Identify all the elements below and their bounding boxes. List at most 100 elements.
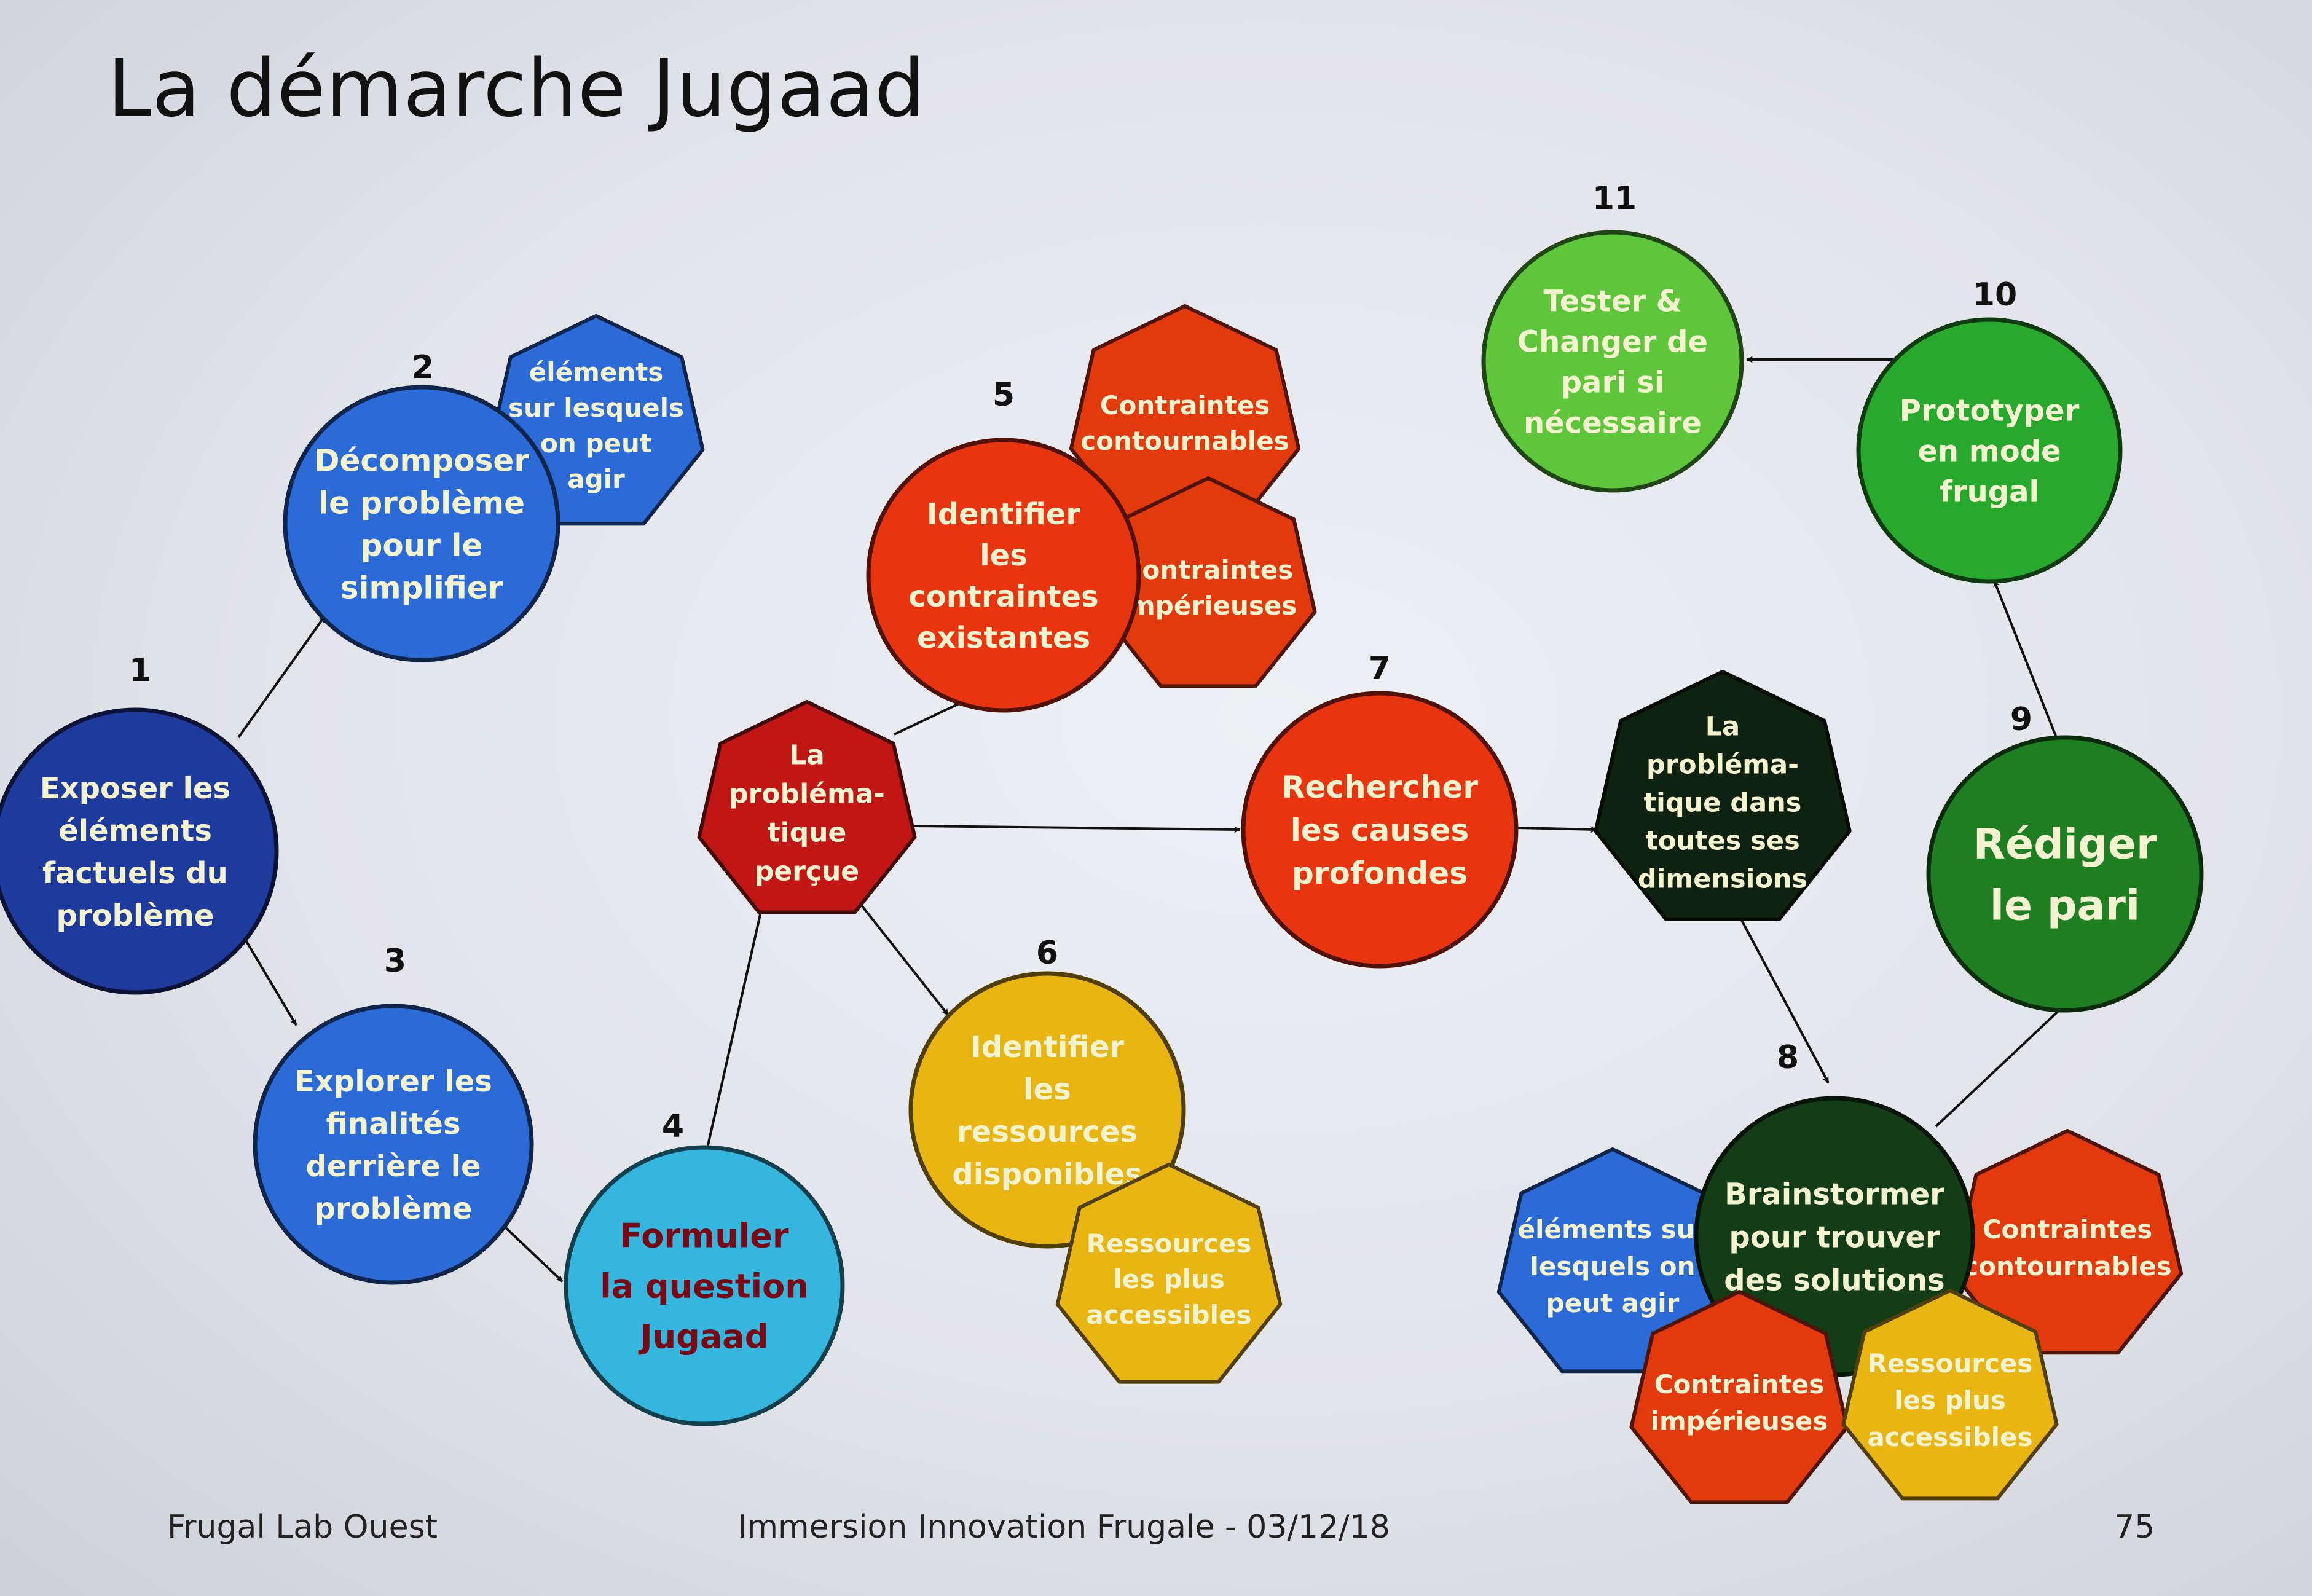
- node-n3-step-number: 3: [384, 943, 406, 980]
- node-n8d-label-line: Ressources: [1868, 1348, 2033, 1378]
- slide-title: La démarche Jugaad: [108, 43, 926, 135]
- node-n10-label-line: en mode: [1917, 434, 2061, 468]
- node-n6-step-number: 6: [1036, 935, 1058, 972]
- edge-8-to-9: [1935, 1005, 2065, 1128]
- node-n4-circle: [564, 1145, 845, 1426]
- edge-7-to-dimensions: [1517, 826, 1598, 833]
- node-n9-label-line: Rédiger: [1973, 820, 2157, 869]
- node-n1-label-line: éléments: [58, 814, 212, 848]
- node-n2-label-line: Décomposer: [314, 443, 529, 479]
- node-n8b-label-line: Contraintes: [1983, 1214, 2153, 1244]
- node-n7-step-number: 7: [1369, 650, 1391, 687]
- node-n8c-label-line: impérieuses: [1651, 1406, 1828, 1436]
- node-n5b-label-line: impérieuses: [1120, 591, 1297, 621]
- node-nd-label-line: dimensions: [1638, 864, 1807, 895]
- node-n6-label-line: ressources: [957, 1115, 1138, 1149]
- node-n2-step-number: 2: [412, 349, 434, 386]
- node-n7-label-line: les causes: [1291, 812, 1469, 848]
- node-n8b-label-line: contournables: [1963, 1251, 2171, 1281]
- node-n6-circle: [908, 971, 1186, 1249]
- node-n5-label-line: existantes: [917, 621, 1090, 655]
- node-n3-label-line: problème: [315, 1192, 473, 1226]
- node-n4-label-line: la question: [600, 1267, 808, 1305]
- node-n9-step-number: 9: [2010, 701, 2032, 738]
- node-n11-step-number: 11: [1592, 180, 1637, 217]
- node-n6-label-line: Identifier: [970, 1030, 1124, 1064]
- node-n2-circle: [283, 385, 560, 662]
- node-n1-label-line: factuels du: [42, 856, 228, 890]
- node-n8c-heptagon: [1629, 1290, 1849, 1504]
- node-n8-label-line: pour trouver: [1729, 1220, 1940, 1254]
- node-n2-label-line: le problème: [318, 485, 525, 521]
- node-np-label-line: La: [789, 739, 825, 771]
- node-n1-circle: [0, 707, 279, 995]
- node-n5b: Contraintes impérieuses: [1099, 476, 1317, 688]
- node-n3-label-line: finalités: [326, 1107, 460, 1141]
- node-n10-circle: [1856, 317, 2123, 584]
- node-n2a-label-line: sur lesquels: [508, 393, 684, 423]
- edge-dimensions-to-8: [1738, 915, 1830, 1083]
- node-n11-label-line: Changer de: [1517, 324, 1708, 359]
- node-n4-step-number: 4: [662, 1108, 684, 1145]
- node-n8b-heptagon: [1951, 1129, 2184, 1355]
- node-np-label-line: probléma-: [729, 778, 885, 809]
- node-n8a-label-line: peut agir: [1546, 1288, 1680, 1318]
- edge-1-to-2: [237, 615, 326, 739]
- node-n10-step-number: 10: [1973, 277, 2017, 313]
- node-n2a-label-line: on peut: [540, 428, 652, 458]
- node-n10-label-line: frugal: [1940, 474, 2039, 509]
- edge-problematique-to-6: [855, 897, 950, 1016]
- node-n1-label-line: problème: [57, 898, 214, 933]
- node-n6a-heptagon: [1055, 1163, 1283, 1384]
- node-n11-label-line: nécessaire: [1524, 406, 1702, 440]
- node-nd-label-line: tique dans: [1644, 788, 1802, 819]
- node-np-label-line: tique: [768, 817, 847, 848]
- node-n5-label-line: les: [980, 538, 1028, 573]
- node-n8-label-line: Brainstormer: [1724, 1177, 1944, 1211]
- node-n8-step-number: 8: [1777, 1039, 1799, 1076]
- node-n5-label-line: Identifier: [927, 497, 1080, 532]
- node-n4-label-line: Formuler: [620, 1216, 789, 1255]
- node-n9-circle: [1926, 735, 2204, 1013]
- node-n8d-heptagon: [1841, 1289, 2059, 1501]
- node-n2a-label-line: éléments: [529, 357, 664, 387]
- node-n3-label-line: derrière le: [305, 1149, 481, 1184]
- node-n5-label-line: contraintes: [908, 580, 1098, 614]
- node-nd-label-line: La: [1705, 712, 1740, 742]
- node-n2a: éléments sur lesquels on peut agir: [487, 314, 705, 526]
- node-n6-label-line: disponibles: [952, 1157, 1142, 1192]
- node-nd: La probléma-tique dans toutes ses dimension…: [1594, 670, 1852, 921]
- node-n11-label-line: Tester &: [1543, 284, 1681, 318]
- node-n3-circle: [253, 1004, 534, 1285]
- node-n6a-label-line: Ressources: [1087, 1228, 1252, 1259]
- node-n2a-label-line: agir: [567, 464, 625, 494]
- node-n7-label-line: profondes: [1292, 855, 1468, 891]
- node-n8b: Contraintes contournables: [1951, 1129, 2184, 1355]
- node-n5b-label-line: Contraintes: [1123, 555, 1294, 585]
- node-nd-label-line: toutes ses: [1645, 826, 1799, 857]
- node-n1-step-number: 1: [129, 652, 151, 689]
- node-n8d-label-line: accessibles: [1868, 1422, 2033, 1452]
- node-nd-label-line: probléma-: [1646, 750, 1799, 780]
- node-n4-label-line: Jugaad: [638, 1317, 769, 1356]
- node-nd-heptagon: [1594, 670, 1852, 921]
- edge-9-to-10: [1993, 580, 2060, 744]
- node-n5a-label-line: contournables: [1080, 426, 1289, 456]
- node-n5a-label-line: Contraintes: [1100, 390, 1270, 420]
- node-n7: Rechercher les causes profondes 7: [1241, 650, 1519, 969]
- node-n7-label-line: Rechercher: [1281, 769, 1478, 805]
- node-n2-label-line: pour le: [361, 528, 483, 564]
